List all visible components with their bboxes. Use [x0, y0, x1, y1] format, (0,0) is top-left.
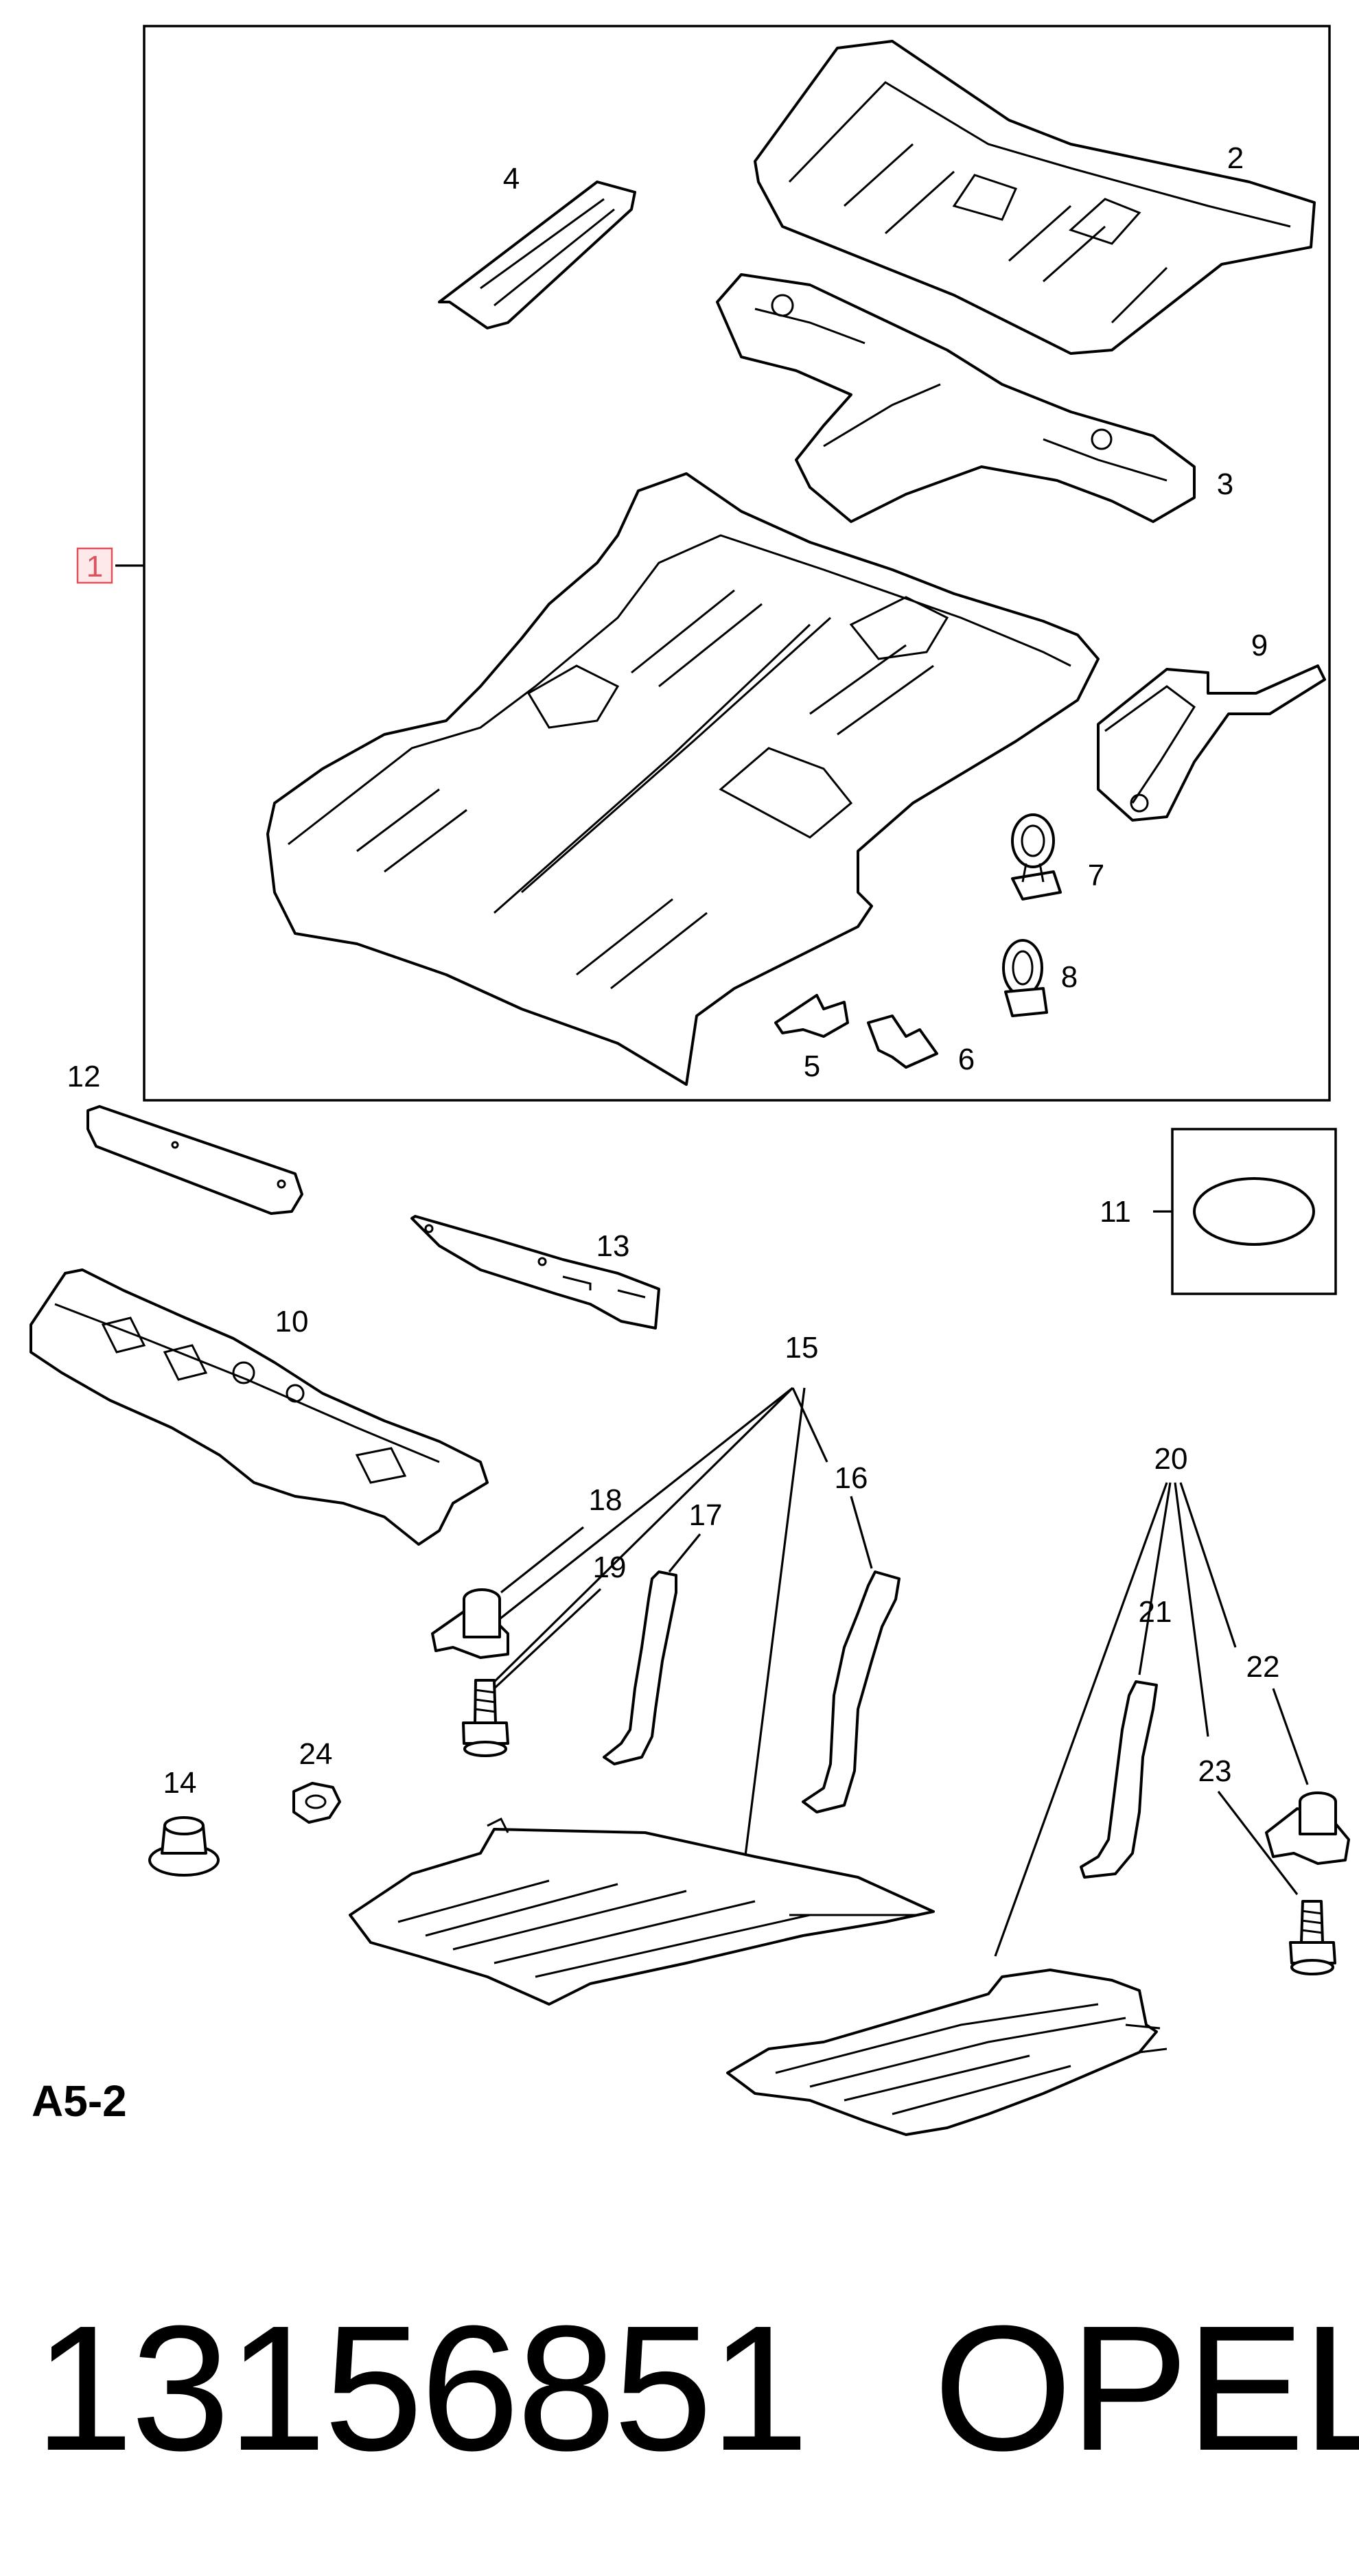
callout-19: 19	[593, 1551, 627, 1584]
callout-16: 16	[835, 1461, 868, 1495]
part-3-crossmember	[716, 273, 1196, 523]
part-12-strip	[86, 1105, 303, 1215]
callout-3: 3	[1217, 467, 1233, 501]
part-7-tiedown-ring	[1011, 813, 1062, 901]
part-number: 13156851	[34, 2289, 809, 2488]
callout-5: 5	[804, 1049, 820, 1083]
part-21-strap	[1080, 1680, 1158, 1879]
part-9-bracket	[1097, 664, 1326, 822]
part-19-bolt	[462, 1679, 509, 1757]
assembly-frame	[143, 25, 1331, 1102]
part-6-clip	[867, 1014, 938, 1069]
callout-7: 7	[1088, 859, 1104, 892]
leader-23	[1217, 1791, 1299, 1895]
part-24-nut	[292, 1782, 341, 1824]
leader-20	[994, 1482, 1237, 1957]
part-23-bolt	[1289, 1900, 1336, 1975]
callout-13: 13	[596, 1229, 630, 1263]
part-15-underbody-shield	[349, 1817, 935, 2006]
main-floor-panel	[266, 472, 1100, 1086]
callout-20: 20	[1154, 1442, 1188, 1476]
callout-2: 2	[1227, 141, 1244, 175]
callout-14: 14	[163, 1766, 197, 1800]
callout-21: 21	[1139, 1595, 1172, 1629]
leader-15	[479, 1386, 828, 1943]
part-17-strap	[603, 1570, 677, 1765]
part-20-underbody-shield	[726, 1969, 1168, 2136]
section-code: A5-2	[32, 2076, 127, 2126]
callout-18: 18	[589, 1483, 623, 1517]
callout-1: 1	[86, 550, 103, 583]
part-10-crossmember	[30, 1268, 489, 1546]
callout-8: 8	[1061, 960, 1078, 994]
part-22-mount	[1265, 1791, 1350, 1865]
part-16-strap	[802, 1570, 901, 1813]
callout-15: 15	[785, 1331, 819, 1365]
leader-16	[850, 1496, 873, 1569]
callout-1-box	[76, 547, 113, 584]
part-18-mount	[431, 1588, 509, 1659]
callout-6: 6	[958, 1043, 975, 1076]
leader-19	[493, 1588, 602, 1690]
part-5-clip	[774, 994, 849, 1038]
callout-22: 22	[1246, 1650, 1280, 1684]
callout-12: 12	[67, 1060, 101, 1093]
part-11-grommet	[1193, 1177, 1315, 1246]
callout-17: 17	[689, 1498, 723, 1532]
callout-24: 24	[299, 1737, 333, 1771]
callout-9: 9	[1251, 629, 1268, 662]
callout-10: 10	[275, 1305, 309, 1338]
part-14-nut	[148, 1816, 220, 1877]
part-2-rear-floor	[754, 40, 1316, 355]
callout-23: 23	[1198, 1754, 1232, 1788]
callout-4: 4	[503, 162, 520, 196]
leader-17	[668, 1533, 701, 1573]
callout-11: 11	[1100, 1195, 1131, 1229]
brand-name: OPEL	[933, 2289, 1359, 2488]
part-4-rail	[438, 181, 636, 329]
part-13-panel	[410, 1215, 660, 1330]
leader-22	[1272, 1688, 1309, 1785]
leader-18	[500, 1526, 584, 1594]
part-8-tiedown-ring	[1002, 939, 1048, 1017]
